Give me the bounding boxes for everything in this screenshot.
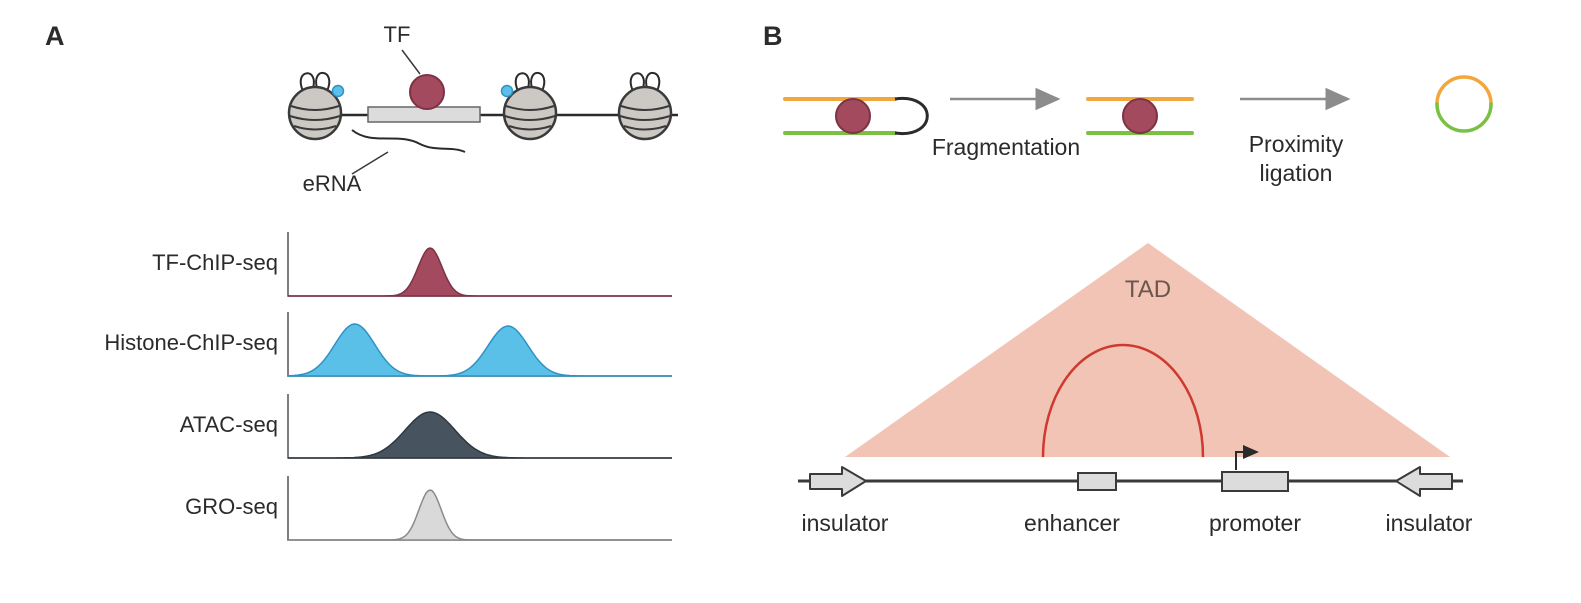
ligated-circle-bottom-arc xyxy=(1435,102,1493,133)
tf-protein-ball xyxy=(409,74,445,110)
track-peak-shape xyxy=(288,411,672,459)
genome-label-insulator-left: insulator xyxy=(802,510,889,536)
tf-label: TF xyxy=(384,22,411,47)
nucleosome-icon xyxy=(502,71,558,141)
panel-b: B Fragmentation Proximity ligation xyxy=(763,21,1493,536)
nucleosome-icon xyxy=(287,71,343,141)
track-peak-shape xyxy=(288,489,672,541)
erna-wavy-line xyxy=(351,129,466,153)
tss-bent-arrow xyxy=(1235,445,1259,470)
erna-label: eRNA xyxy=(303,171,362,196)
track-label-atac-seq: ATAC-seq xyxy=(180,412,278,437)
track-plot-atac-seq xyxy=(287,394,672,459)
track-plot-gro-seq xyxy=(287,476,672,541)
erna-pointer-line xyxy=(351,151,389,175)
histone-mark-dot xyxy=(500,84,514,98)
track-label-gro-seq: GRO-seq xyxy=(185,494,278,519)
chromatin-diagram: TF eRNA xyxy=(287,22,678,196)
panel-a: A TF eRNA TF-ChIP-seq Histone-ChIP-seq xyxy=(45,21,678,541)
insulator-left-arrow xyxy=(809,466,867,497)
track-plot-tf-chip-seq xyxy=(287,232,672,297)
tad-diagram: TAD insulator enhancer promoter insulato… xyxy=(798,243,1473,536)
track-plot-histone-chip-seq xyxy=(287,312,672,377)
genome-label-promoter: promoter xyxy=(1209,510,1301,536)
histone-mark-dot xyxy=(331,84,345,98)
fragmented-construct xyxy=(1086,97,1194,135)
protein-ball xyxy=(1122,98,1158,134)
track-axis xyxy=(287,232,672,297)
fragmentation-label: Fragmentation xyxy=(932,134,1080,160)
proximity-ligation-workflow: Fragmentation Proximity ligation xyxy=(783,75,1493,186)
ligated-circle-top-arc xyxy=(1435,75,1493,106)
tf-pointer-line xyxy=(401,49,421,75)
insulator-right-arrow xyxy=(1395,466,1453,497)
genome-label-enhancer: enhancer xyxy=(1024,510,1120,536)
track-axis xyxy=(287,476,672,541)
protein-ball xyxy=(835,98,871,134)
track-peak-shape xyxy=(288,247,672,297)
crosslinked-construct xyxy=(783,97,929,135)
track-axis xyxy=(287,394,672,459)
assay-tracks: TF-ChIP-seq Histone-ChIP-seq ATAC-seq GR… xyxy=(104,232,672,541)
track-label-tf-chip-seq: TF-ChIP-seq xyxy=(152,250,278,275)
tad-label: TAD xyxy=(1125,276,1171,303)
genome-label-insulator-right: insulator xyxy=(1386,510,1473,536)
panel-b-label: B xyxy=(763,21,783,51)
proximity-label-line2: ligation xyxy=(1260,160,1333,186)
enhancer-promoter-loop-arc xyxy=(1041,343,1205,458)
promoter-box xyxy=(1221,471,1289,492)
ligated-circle xyxy=(1435,75,1493,133)
track-peak-shape xyxy=(287,323,672,377)
enhancer-box xyxy=(1077,472,1117,491)
nucleosome-icon xyxy=(617,71,673,141)
proximity-label-line1: Proximity xyxy=(1249,131,1344,157)
dna-hairpin-loop xyxy=(894,97,929,135)
panel-a-label: A xyxy=(45,21,65,51)
track-label-histone-chip-seq: Histone-ChIP-seq xyxy=(104,330,278,355)
